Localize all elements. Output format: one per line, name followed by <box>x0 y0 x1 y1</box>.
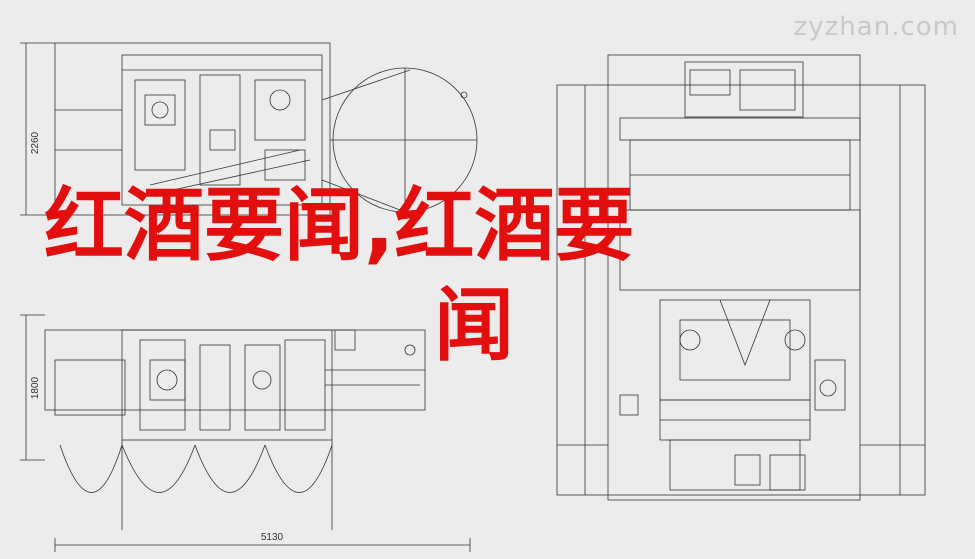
headline-line-1: 红酒要闻,红酒要 <box>44 179 635 272</box>
top-view-left <box>20 42 478 216</box>
front-view-right <box>556 54 926 501</box>
side-view-left <box>20 314 471 552</box>
headline-line-2: 闻 <box>434 279 514 372</box>
watermark: zyzhan.com <box>793 12 959 42</box>
dimension-2260: 2260 <box>30 131 41 154</box>
headline: 红酒要闻,红酒要 闻 <box>44 176 864 376</box>
dimension-1800: 1800 <box>30 376 41 399</box>
dimension-5130: 5130 <box>261 532 284 543</box>
